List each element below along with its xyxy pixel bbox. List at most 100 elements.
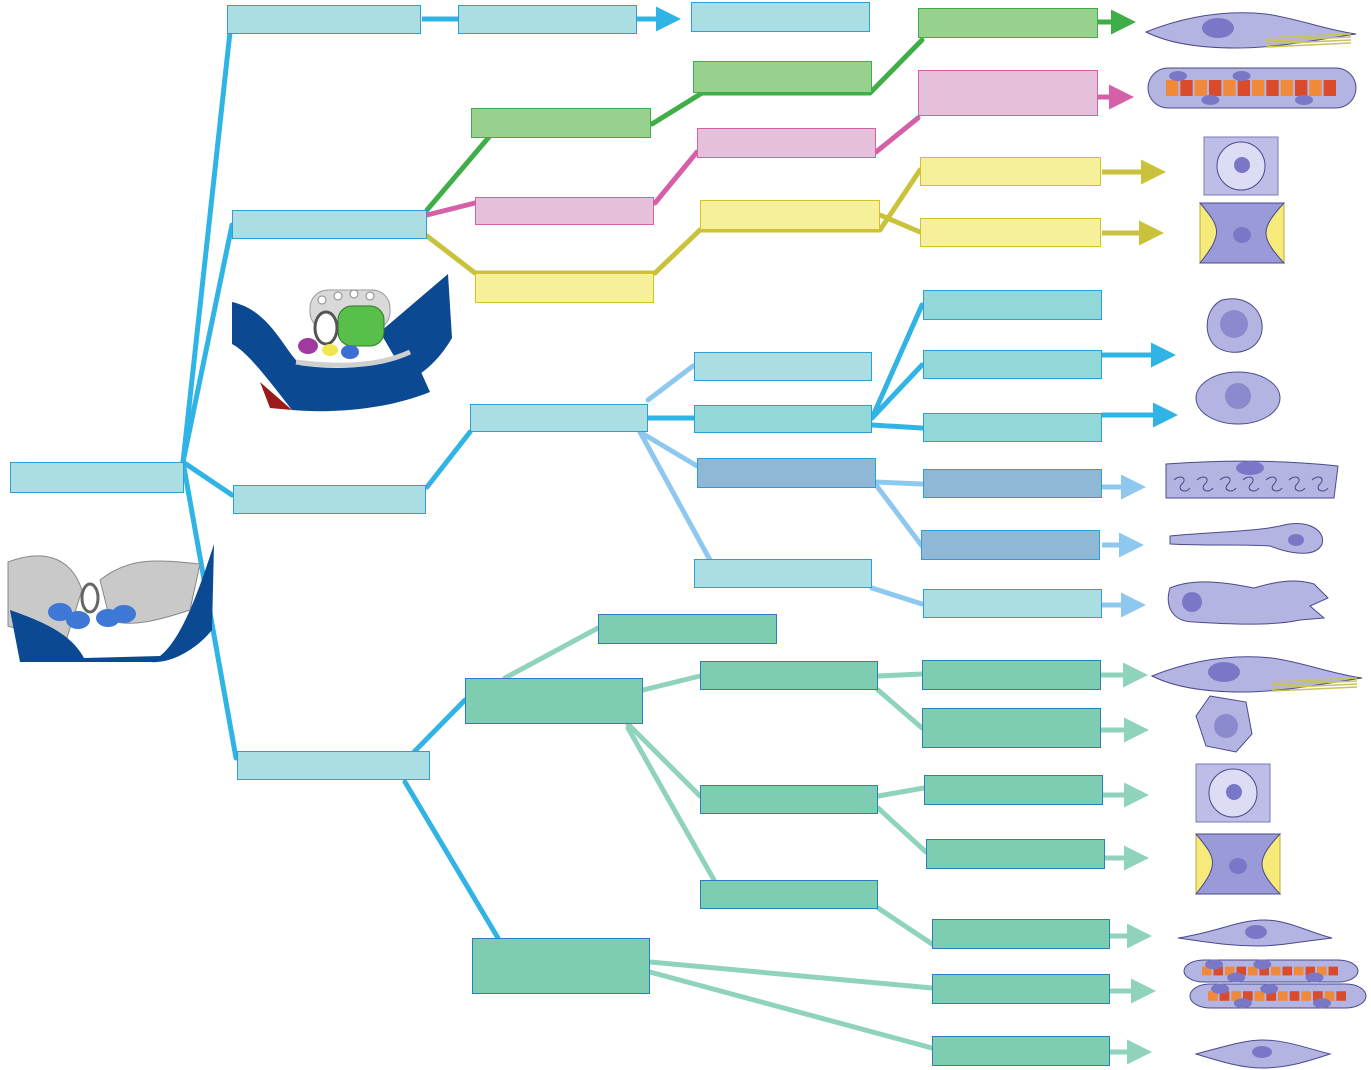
box-label [923, 661, 1100, 667]
mesoderm-sheet [295, 349, 412, 368]
notochord [313, 310, 339, 346]
adipo-nucleus [1229, 858, 1247, 874]
box-label [923, 709, 1100, 715]
box-yellow-3 [920, 157, 1101, 186]
podo-nucleus [1236, 461, 1264, 475]
somite-blob [48, 603, 72, 621]
somite-green [337, 305, 385, 347]
spindle-cell-icon [1194, 1039, 1332, 1069]
adipocyte-icon [1198, 202, 1286, 264]
box-label [599, 615, 776, 621]
connector-mint-leaf1 [875, 671, 925, 679]
box-branch-4 [237, 751, 430, 780]
fibro-nucleus [1245, 925, 1267, 939]
box-mint-leaf-6 [932, 974, 1110, 1004]
sarcomere [1282, 966, 1292, 976]
myofilament [1265, 36, 1352, 42]
box-label [466, 679, 642, 685]
connector-mint-leaf6 [647, 959, 935, 991]
box-yellow-4 [920, 218, 1101, 247]
box-label [701, 662, 877, 668]
adipocyte-icon [1194, 833, 1282, 895]
cell-body [1150, 656, 1363, 693]
box-leaf-3-b [923, 350, 1102, 379]
box-mint-top [598, 614, 777, 644]
notochord-small [80, 582, 100, 614]
box-branch-1 [227, 5, 421, 34]
sarcomere [1237, 80, 1250, 96]
box-label [476, 274, 653, 280]
connector-root-branch2 [180, 222, 235, 465]
box-mint-leaf-7 [932, 1036, 1110, 1066]
sarcomere [1236, 966, 1246, 976]
lateral-plate-yellow [322, 344, 338, 356]
connector-root-branch1 [180, 29, 233, 465]
box-leaf-3-f [923, 589, 1102, 618]
chondrocyte-icon [1195, 763, 1271, 823]
box-label [921, 219, 1100, 225]
box-mint-sub-2 [700, 785, 878, 814]
sarcomere [1254, 991, 1265, 1001]
box-label [924, 470, 1101, 476]
box-label [925, 776, 1102, 782]
intermediate-mesoderm [298, 338, 318, 354]
oval-cell-icon [1195, 371, 1281, 425]
box-green-1 [471, 108, 651, 138]
box-label [921, 158, 1100, 164]
box-leaf-3-a [923, 290, 1102, 320]
box-label [459, 6, 636, 12]
box-mint-leaf-1 [922, 660, 1101, 690]
chondro-nucleus [1234, 157, 1250, 173]
box-mint-leaf-2 [922, 708, 1101, 748]
foot-process [1242, 476, 1260, 492]
connector-leaf-f [869, 585, 925, 607]
myofilament [1271, 677, 1358, 683]
sarcomere [1194, 80, 1207, 96]
podocyte-icon [1165, 460, 1339, 499]
box-root [10, 462, 184, 493]
connector-yellow-split [877, 212, 923, 235]
foot-process [1311, 476, 1329, 492]
embryo-crosssection-icon [232, 274, 452, 412]
box-label [927, 840, 1104, 846]
embryo-somite-icon [7, 544, 214, 663]
adipo-nucleus [1233, 227, 1251, 243]
box-mint-leaf-5 [932, 919, 1110, 949]
box-label [933, 920, 1109, 926]
fiber-nucleus [1305, 972, 1324, 983]
connector-leaf-a [869, 302, 925, 421]
sarcomere [1225, 966, 1235, 976]
somite-blob [66, 611, 90, 629]
connector-hub-dark [637, 429, 700, 469]
connector-leaf-e [873, 482, 925, 549]
box-hub-3-top [694, 352, 872, 381]
sarcomere [1202, 966, 1212, 976]
foot-process [1196, 476, 1214, 492]
box-green-3 [918, 8, 1098, 38]
dermomyotome [341, 345, 359, 359]
box-mint-sub-3 [700, 880, 878, 909]
box-green-2 [693, 61, 872, 93]
endoderm-wedge [260, 382, 292, 410]
box-pink-2 [697, 128, 876, 158]
fibroblast-icon [1177, 919, 1333, 947]
osteo-nucleus [1214, 714, 1238, 738]
tube-segment [317, 295, 327, 305]
box-label [238, 752, 429, 758]
connector-mint-sub1 [640, 673, 703, 693]
box-label [692, 3, 869, 9]
sarcomere [1252, 80, 1265, 96]
connector-mint-leaf7 [647, 969, 935, 1051]
sarcomere [1166, 80, 1179, 96]
connector-leaf-b [869, 362, 925, 421]
fiber-nucleus [1205, 959, 1223, 970]
sarcomere [1301, 991, 1311, 1001]
box-label [919, 9, 1097, 15]
chondrocyte-icon [1203, 136, 1279, 196]
spindle-nucleus [1252, 1046, 1272, 1058]
foot-process [1173, 476, 1191, 492]
box-label [924, 414, 1101, 420]
fiber-nucleus [1232, 71, 1251, 81]
connector-mint-leaf4 [875, 805, 929, 855]
